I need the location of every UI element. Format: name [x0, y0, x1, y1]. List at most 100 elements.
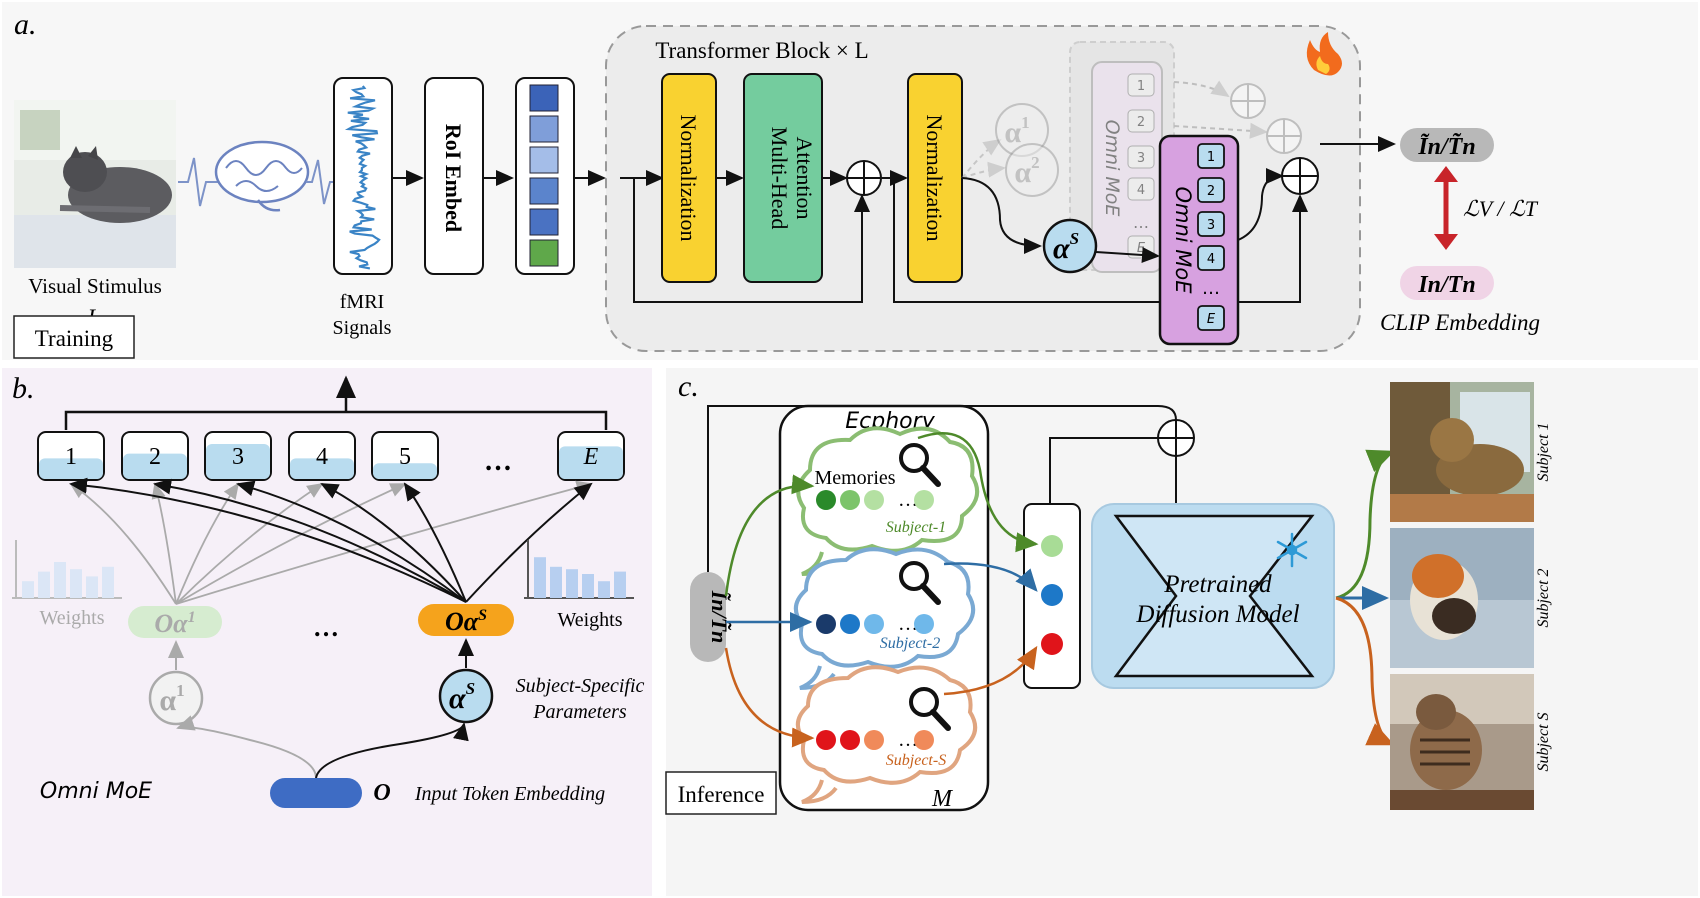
svg-text:α1: α1: [1004, 113, 1029, 149]
expert-label-3: 3: [232, 444, 244, 470]
moe-expert-label-2: 2: [1207, 184, 1215, 199]
alpha-s-node: [1042, 218, 1098, 274]
moe-expert-6: [1197, 305, 1225, 331]
moe-expert-4: [1197, 245, 1225, 271]
expert-fill-3: [206, 444, 270, 479]
clip-embedding-label: CLIP Embedding: [1380, 310, 1540, 335]
weights-label-left: Weights: [39, 607, 104, 629]
histRight-bar-0: [534, 557, 546, 598]
retrieved-dot-1: [1041, 535, 1063, 557]
expert-ellipsis: …: [484, 446, 512, 477]
dotsS1-ellipsis: …: [898, 489, 918, 511]
roi-embed-box: [424, 77, 484, 275]
moe-expert-label-4: 4: [1207, 252, 1215, 267]
output-label-subject-1: Subject 1: [1535, 422, 1552, 481]
panel-c-tag: c.: [678, 370, 699, 403]
route-alphaS-3: [320, 483, 467, 603]
mha-label-2: Attention: [792, 136, 817, 219]
predicted-embedding-label-c: Ĩn/T̃n: [707, 590, 732, 644]
flame-icon: [1306, 32, 1342, 76]
omni-moe-label: Omni MoE: [1171, 186, 1195, 294]
expert-label-E: E: [583, 444, 599, 470]
subject-params-2: Parameters: [532, 701, 627, 723]
token-6: [529, 239, 559, 267]
output-image-subject-2: [1390, 528, 1534, 668]
panel-b-tag: b.: [12, 372, 35, 405]
alpha-1-node: [148, 670, 204, 726]
residual-path-1: [633, 178, 870, 303]
route-alpha1-5: [175, 480, 593, 605]
arrow-norm2-alphaS: [961, 177, 1042, 254]
multi-head-attention: [743, 73, 823, 283]
input-token-embedding: [270, 778, 362, 808]
dotsS1-dot-2: [864, 490, 884, 510]
alpha-s-label-b: αS: [449, 679, 475, 715]
route-alphaS-0: [69, 477, 467, 603]
memory-dots-subject-s: …: [816, 729, 934, 751]
roi-embed-label: RoI Embed: [441, 124, 466, 232]
predicted-embedding-pill: [1400, 128, 1494, 162]
histLeft-bar-1: [38, 571, 50, 598]
svg-text:E: E: [1137, 241, 1146, 256]
panel-a-tag: a.: [14, 8, 37, 41]
svg-text:α2: α2: [1014, 153, 1039, 189]
histRight-bar-4: [598, 581, 610, 598]
predicted-embedding-label: Ĩn/T̃n: [1417, 134, 1475, 160]
transformer-title: Transformer Block × L: [655, 38, 868, 63]
svg-text:4: 4: [1137, 183, 1145, 198]
subject-s-label: Subject-S: [886, 752, 946, 769]
alpha-1-node-faded: α1: [995, 103, 1049, 157]
fmri-label-1: fMRI: [340, 291, 384, 313]
histRight-bar-3: [582, 574, 594, 598]
svg-text:…: …: [1133, 213, 1149, 232]
routing-connections: [69, 477, 593, 605]
arrow-alphaS-moe: [1095, 246, 1160, 263]
dotsS2-dot-2: [864, 614, 884, 634]
histLeft-bar-4: [86, 576, 98, 598]
histLeft-bar-2: [54, 562, 66, 598]
inference-badge: [665, 771, 777, 815]
snowflake-icon: [1276, 532, 1308, 568]
retrieved-dot-3: [1041, 633, 1063, 655]
alpha-s-node-b: [438, 668, 494, 724]
token-3: [529, 146, 559, 174]
magnifier-icon-s: [909, 687, 951, 731]
diffusion-label-2: Diffusion Model: [1135, 601, 1299, 628]
histRight-bar-1: [550, 566, 562, 598]
weights-histogram-right: [524, 540, 634, 599]
token-2: [529, 115, 559, 143]
arrow-input-alpha1: [176, 715, 317, 779]
memories-label: Memories: [814, 467, 895, 489]
arrow-input-alphaS: [315, 722, 469, 779]
route-alpha1-4: [175, 483, 407, 605]
token-4: [529, 177, 559, 205]
magnifier-icon-1: [899, 443, 941, 487]
loss-arrowhead-down: [1434, 234, 1458, 250]
moe-expert-1: [1197, 143, 1225, 169]
diffusion-label-1: Pretrained: [1163, 571, 1272, 598]
magnifier-icon-2: [899, 561, 941, 605]
svg-text:3: 3: [1137, 151, 1145, 166]
arrow-output-1: [1335, 449, 1395, 600]
output-image-subject-s: [1390, 674, 1534, 810]
arrow-retrieve-2: [943, 562, 1038, 592]
alpha-s-label: αS: [1053, 229, 1079, 265]
norm1-label: Normalization: [676, 114, 701, 241]
expert-fill-4: [290, 458, 354, 479]
output-image-subject-1: [1390, 382, 1534, 522]
expert-fill-E: [559, 446, 623, 479]
route-alpha1-2: [175, 482, 240, 605]
subject-params-1: Subject-Specific: [516, 675, 645, 697]
arrow-moe-add: [1237, 168, 1284, 241]
route-alphaS-5: [465, 482, 593, 603]
o-alpha-1-label: Oα1: [154, 609, 195, 638]
subject-1-label: Subject-1: [886, 519, 946, 536]
mha-label-1: Multi-Head: [767, 127, 792, 230]
memory-symbol: M: [931, 786, 954, 812]
expert-bracket: [64, 410, 608, 430]
target-embedding-pill: [1400, 266, 1494, 300]
dotsS2-dot-0: [816, 614, 836, 634]
expert-label-4: 4: [316, 444, 328, 470]
